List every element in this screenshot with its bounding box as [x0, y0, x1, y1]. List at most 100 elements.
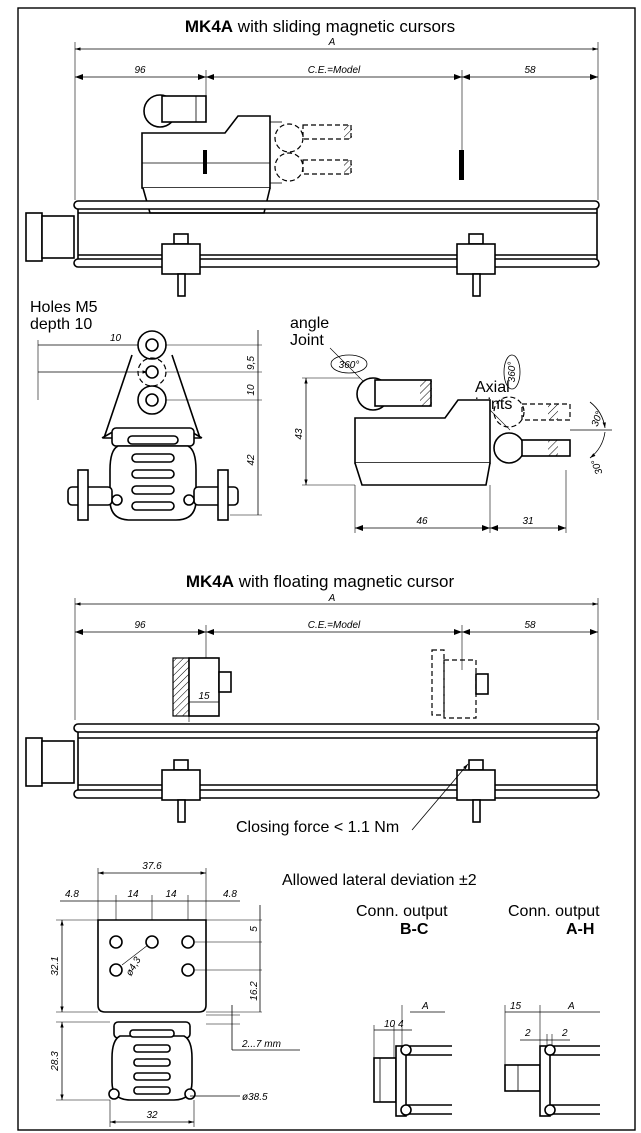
linear-rod-1 — [25, 200, 600, 297]
end2-slot-2 — [133, 1058, 171, 1067]
screw-mark — [203, 150, 207, 174]
clamp-bolt-2 — [472, 273, 481, 297]
dim-37-6-label: 37.6 — [142, 861, 162, 872]
angle-30-b-label: 30° — [590, 458, 606, 476]
hole-1 — [145, 338, 159, 352]
plate-hole-3 — [181, 935, 195, 949]
rod2-bottom-rail — [73, 789, 600, 799]
dim-2-7-label: 2...7 mm — [241, 1039, 281, 1050]
clamp2-top-2 — [468, 759, 484, 771]
dim-46-label: 46 — [416, 516, 428, 527]
dashed-joint-2 — [274, 152, 304, 182]
ah-15-label: 15 — [510, 1001, 522, 1012]
section-detail-views: Holes M5 depth 10 10 9,5 10 42 — [30, 299, 612, 533]
rod2-end-block — [41, 740, 75, 784]
bc-connector — [373, 1057, 397, 1103]
closing-force-leader — [411, 763, 469, 831]
rod2-top-rail — [73, 723, 600, 733]
foot-right — [193, 486, 239, 506]
section-floating-cursor: MK4A with floating magnetic cursor A 96 … — [25, 572, 600, 836]
dashed-wall — [431, 649, 445, 716]
screw-left — [111, 494, 123, 506]
ah-flange — [539, 1045, 551, 1117]
axial-label-1: Axial — [475, 379, 510, 396]
dim-9-5-label: 9,5 — [246, 356, 257, 370]
floating-wall — [172, 657, 190, 717]
clamp2-2 — [456, 769, 496, 801]
axial-hatch-1 — [548, 404, 558, 420]
end2-screw-right — [184, 1088, 196, 1100]
dim-58-label: 58 — [524, 65, 536, 76]
dashed-arm-1 — [302, 124, 352, 140]
axial-arm-1 — [521, 403, 571, 421]
dim-A-label: A — [328, 37, 336, 48]
conn-ah-label-1: Conn. output — [508, 903, 600, 920]
dim-chain-arrows — [75, 74, 598, 80]
rot-360-a-label: 360° — [339, 360, 360, 371]
dim-5-label: 5 — [249, 926, 260, 932]
section1-title: MK4A with sliding magnetic cursors — [185, 17, 455, 36]
bc-rail-end-bot — [400, 1104, 412, 1116]
frame-border — [17, 7, 636, 1131]
axial-joint-1 — [493, 396, 525, 428]
axial-joint-2 — [493, 432, 525, 464]
screw-right — [183, 494, 195, 506]
rot-360-b-oval — [503, 354, 521, 390]
conn-bc-label-2: B-C — [400, 921, 429, 938]
dim-ce-model-label: C.E.=Model — [308, 65, 361, 76]
rot-360-a-oval — [330, 354, 368, 374]
dim2-ce-label: C.E.=Model — [308, 620, 361, 631]
angle-arc-top — [589, 401, 606, 429]
closing-force-label: Closing force < 1.1 Nm — [236, 819, 399, 836]
dim-14a-label: 14 — [127, 889, 139, 900]
end2-slot-top — [129, 1029, 175, 1038]
plate-hole-2 — [145, 935, 159, 949]
hole-3 — [145, 393, 159, 407]
ah-rail-end-top — [544, 1044, 556, 1056]
ah-connector — [504, 1064, 541, 1092]
holes-label-1: Holes M5 — [30, 299, 98, 316]
lateral-deviation-label: Allowed lateral deviation ±2 — [282, 872, 477, 889]
plate-hole-5 — [181, 963, 195, 977]
floating-cursor — [188, 657, 220, 717]
end2-body — [111, 1035, 193, 1101]
foot-bolt-left — [77, 469, 89, 521]
dashed-knob — [475, 673, 489, 695]
ah-rail-end-bot — [544, 1104, 556, 1116]
clamp-top-1 — [173, 233, 189, 245]
dashed-cursor — [443, 659, 477, 719]
dim-16-2-label: 16.2 — [249, 981, 260, 1001]
clamp2-bolt-1 — [177, 799, 186, 823]
conn-bc-label-1: Conn. output — [356, 903, 448, 920]
axial-hatch-2 — [548, 440, 558, 456]
end2-slot-3 — [133, 1072, 171, 1081]
axial-arm-2 — [521, 439, 571, 457]
slot-1 — [131, 453, 175, 463]
hole-2 — [145, 365, 159, 379]
end-view-body — [109, 445, 197, 521]
dim-4-8b-label: 4.8 — [223, 889, 237, 900]
end2-screw-left — [108, 1088, 120, 1100]
screw-mark-2 — [459, 150, 464, 180]
angle-arm-hatch — [420, 380, 432, 406]
rot-360-b-label: 360° — [507, 362, 518, 383]
hatch-2 — [344, 160, 352, 174]
side-slider — [354, 462, 491, 486]
dim-A2-label: A — [328, 593, 336, 604]
dim-96-label: 96 — [134, 65, 146, 76]
dim-43-label: 43 — [294, 428, 305, 440]
ah-2b-label: 2 — [561, 1028, 568, 1039]
clamp-bolt-1 — [177, 273, 186, 297]
joint-arm — [161, 95, 207, 123]
dim-4-8a-label: 4.8 — [65, 889, 79, 900]
dim-10b-label: 10 — [246, 384, 257, 396]
slot-4 — [131, 501, 175, 511]
clamp-2 — [456, 243, 496, 275]
hole-dim-leader — [121, 944, 149, 966]
conn-ah-label-2: A-H — [566, 921, 594, 938]
floating-knob — [218, 671, 232, 693]
dim2-96-label: 96 — [134, 620, 146, 631]
section-sliding-cursors: MK4A with sliding magnetic cursors A 96 … — [25, 17, 600, 297]
